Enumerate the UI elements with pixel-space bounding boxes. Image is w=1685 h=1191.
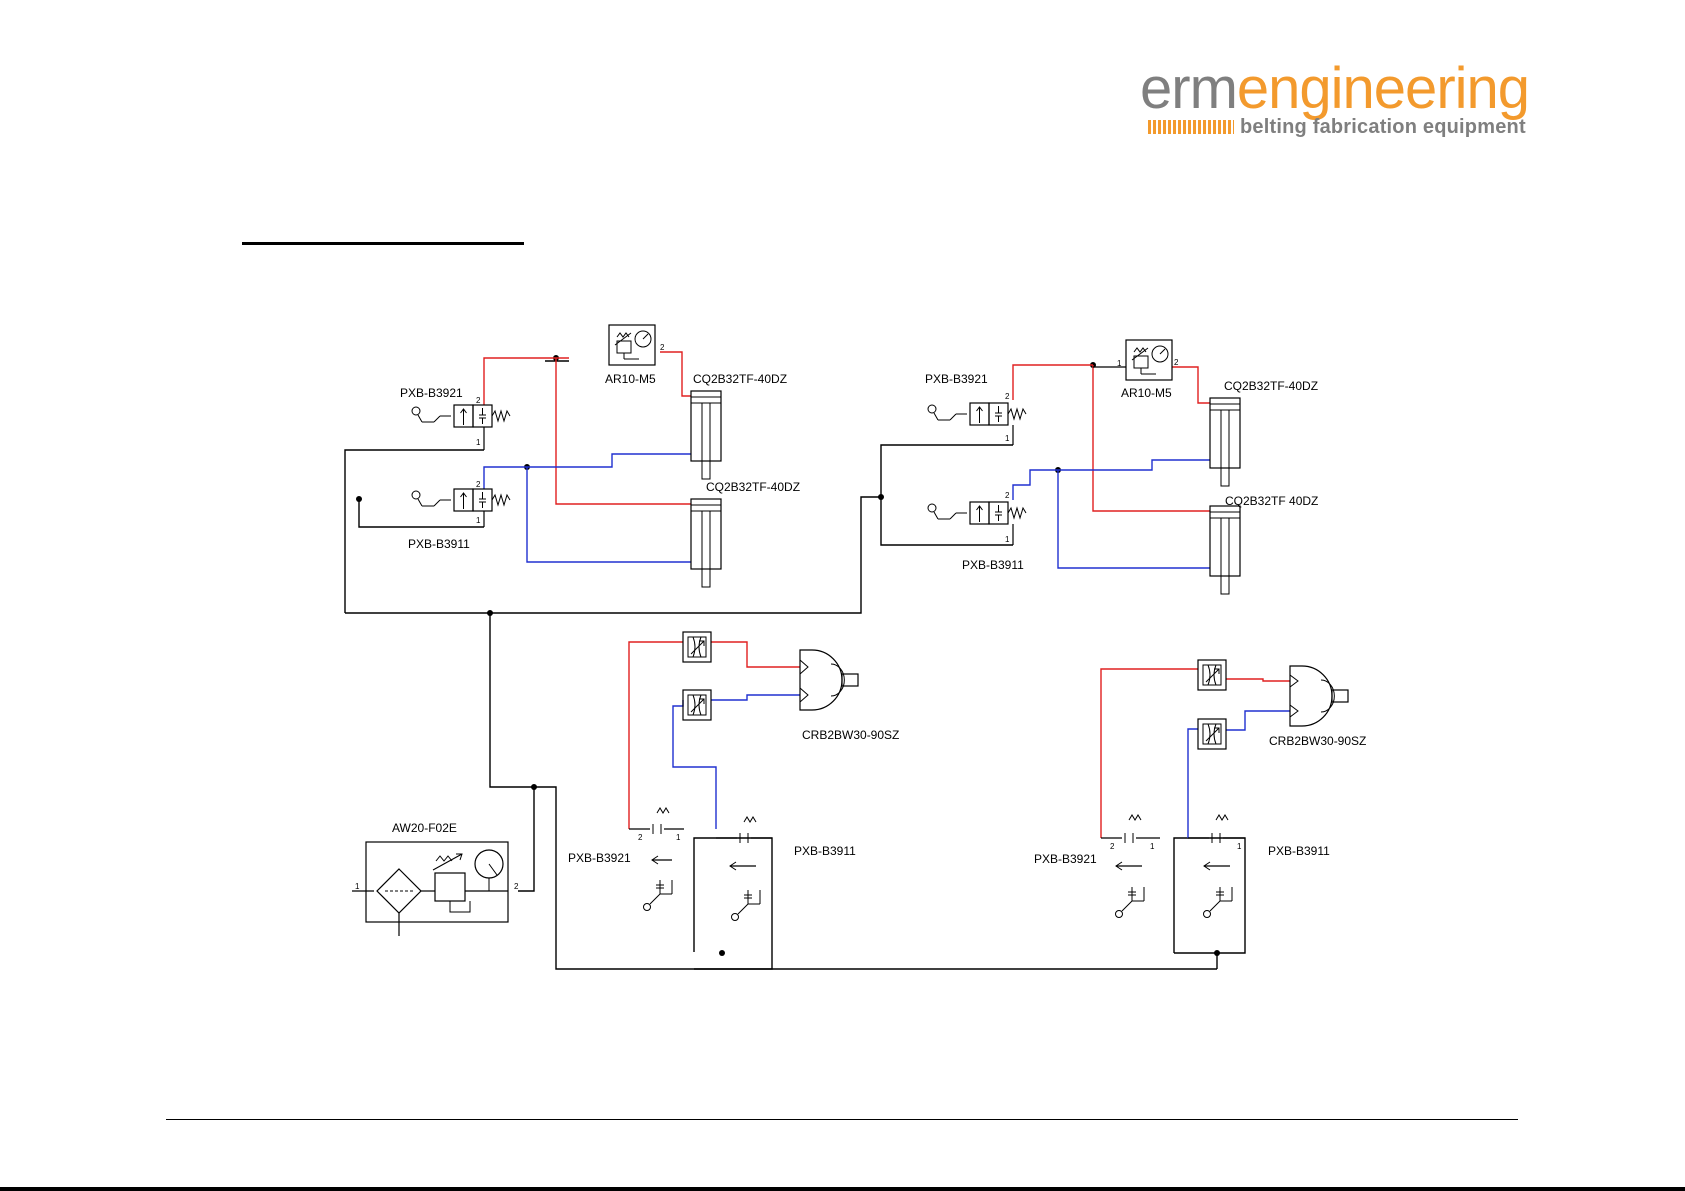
- right-regulator-label: AR10-M5: [1121, 386, 1172, 400]
- port-label: 1: [476, 438, 481, 447]
- port-label: 2: [1174, 358, 1179, 367]
- right-cylinder-top-label: CQ2B32TF-40DZ: [1224, 379, 1318, 393]
- left-valve-top-label: PXB-B3921: [400, 386, 463, 400]
- bottom-left-rotary-module: 2 1 CRB2BW30-90SZ PXB-B3921 PXB-B3911: [568, 632, 899, 921]
- left-valve-bottom-label: PXB-B3911: [408, 537, 470, 551]
- right-pushbutton-a: [1116, 887, 1145, 918]
- left-cylinder-top-label: CQ2B32TF-40DZ: [693, 372, 787, 386]
- right-bottom-cylinder-symbol: [1210, 506, 1240, 594]
- bottom-right-valve-b-label: PXB-B3911: [1268, 844, 1330, 858]
- right-flow-control-bottom: [1198, 719, 1226, 749]
- rotary-right-label: CRB2BW30-90SZ: [1269, 734, 1366, 748]
- right-top-valve-symbol: [928, 403, 1026, 425]
- left-regulator-label: AR10-M5: [605, 372, 656, 386]
- left-cylinder-bottom-label: CQ2B32TF-40DZ: [706, 480, 800, 494]
- port-label: 1: [676, 833, 681, 842]
- right-cylinder-bottom-label: CQ2B32TF 40DZ: [1225, 494, 1318, 508]
- right-valve-bottom-label: PXB-B3911: [962, 558, 1024, 572]
- port-label: 2: [1110, 842, 1115, 851]
- right-regulator-symbol: [1126, 340, 1172, 380]
- port-label: 2: [476, 480, 481, 489]
- bottom-right-valve-a-label: PXB-B3921: [1034, 852, 1097, 866]
- left-top-cylinder-symbol: [691, 391, 721, 479]
- left-bottom-cylinder-symbol: [691, 499, 721, 587]
- bottom-left-valve-a-label: PXB-B3921: [568, 851, 631, 865]
- port-label: 2: [1005, 392, 1010, 401]
- left-flow-control-bottom: [683, 690, 711, 720]
- right-pushbutton-b: [1204, 887, 1233, 918]
- port-label: 2: [660, 343, 665, 352]
- supply-lines: [345, 361, 1245, 969]
- port-label: 2: [638, 833, 643, 842]
- footer-rule: [166, 1119, 1518, 1120]
- left-top-valve-symbol: [412, 405, 510, 427]
- left-pushbutton-a: [644, 880, 673, 911]
- port-label: 1: [355, 882, 360, 891]
- left-rotary-actuator-body: [800, 650, 842, 710]
- frl-unit: 1 2 AW20-F02E: [352, 821, 519, 936]
- bottom-edge-band: [0, 1187, 1685, 1191]
- port-label: 1: [1237, 842, 1242, 851]
- right-flow-control-top: [1198, 660, 1226, 690]
- bottom-left-valve-b-label: PXB-B3911: [794, 844, 856, 858]
- left-upper-module: 2 1 2 1 2 PXB-B3921 PXB-B3911 AR10-M5 CQ…: [400, 325, 800, 587]
- frl-unit-label: AW20-F02E: [392, 821, 457, 835]
- rotary-left-label: CRB2BW30-90SZ: [802, 728, 899, 742]
- port-label: 2: [514, 882, 519, 891]
- right-valve-top-label: PXB-B3921: [925, 372, 988, 386]
- right-upper-module: 2 1 2 1 1 2 PXB-B3921 PXB-B3911 AR10-M5 …: [925, 340, 1318, 594]
- port-label: 1: [1005, 535, 1010, 544]
- port-label: 2: [1005, 491, 1010, 500]
- port-label: 1: [1117, 359, 1122, 368]
- left-regulator-symbol: [609, 325, 655, 365]
- left-bottom-valve-symbol: [412, 489, 510, 511]
- left-pushbutton-b: [732, 890, 761, 921]
- right-bottom-valve-symbol: [928, 502, 1026, 524]
- port-label: 2: [476, 396, 481, 405]
- port-label: 1: [1150, 842, 1155, 851]
- port-label: 1: [1005, 434, 1010, 443]
- left-flow-control-top: [683, 632, 711, 662]
- right-rotary-actuator-body: [1290, 666, 1332, 726]
- port-label: 1: [476, 516, 481, 525]
- bottom-right-rotary-module: 2 1 1 CRB2BW30-90SZ PXB-B3921 PXB-B3911: [1034, 660, 1366, 918]
- right-top-cylinder-symbol: [1210, 398, 1240, 486]
